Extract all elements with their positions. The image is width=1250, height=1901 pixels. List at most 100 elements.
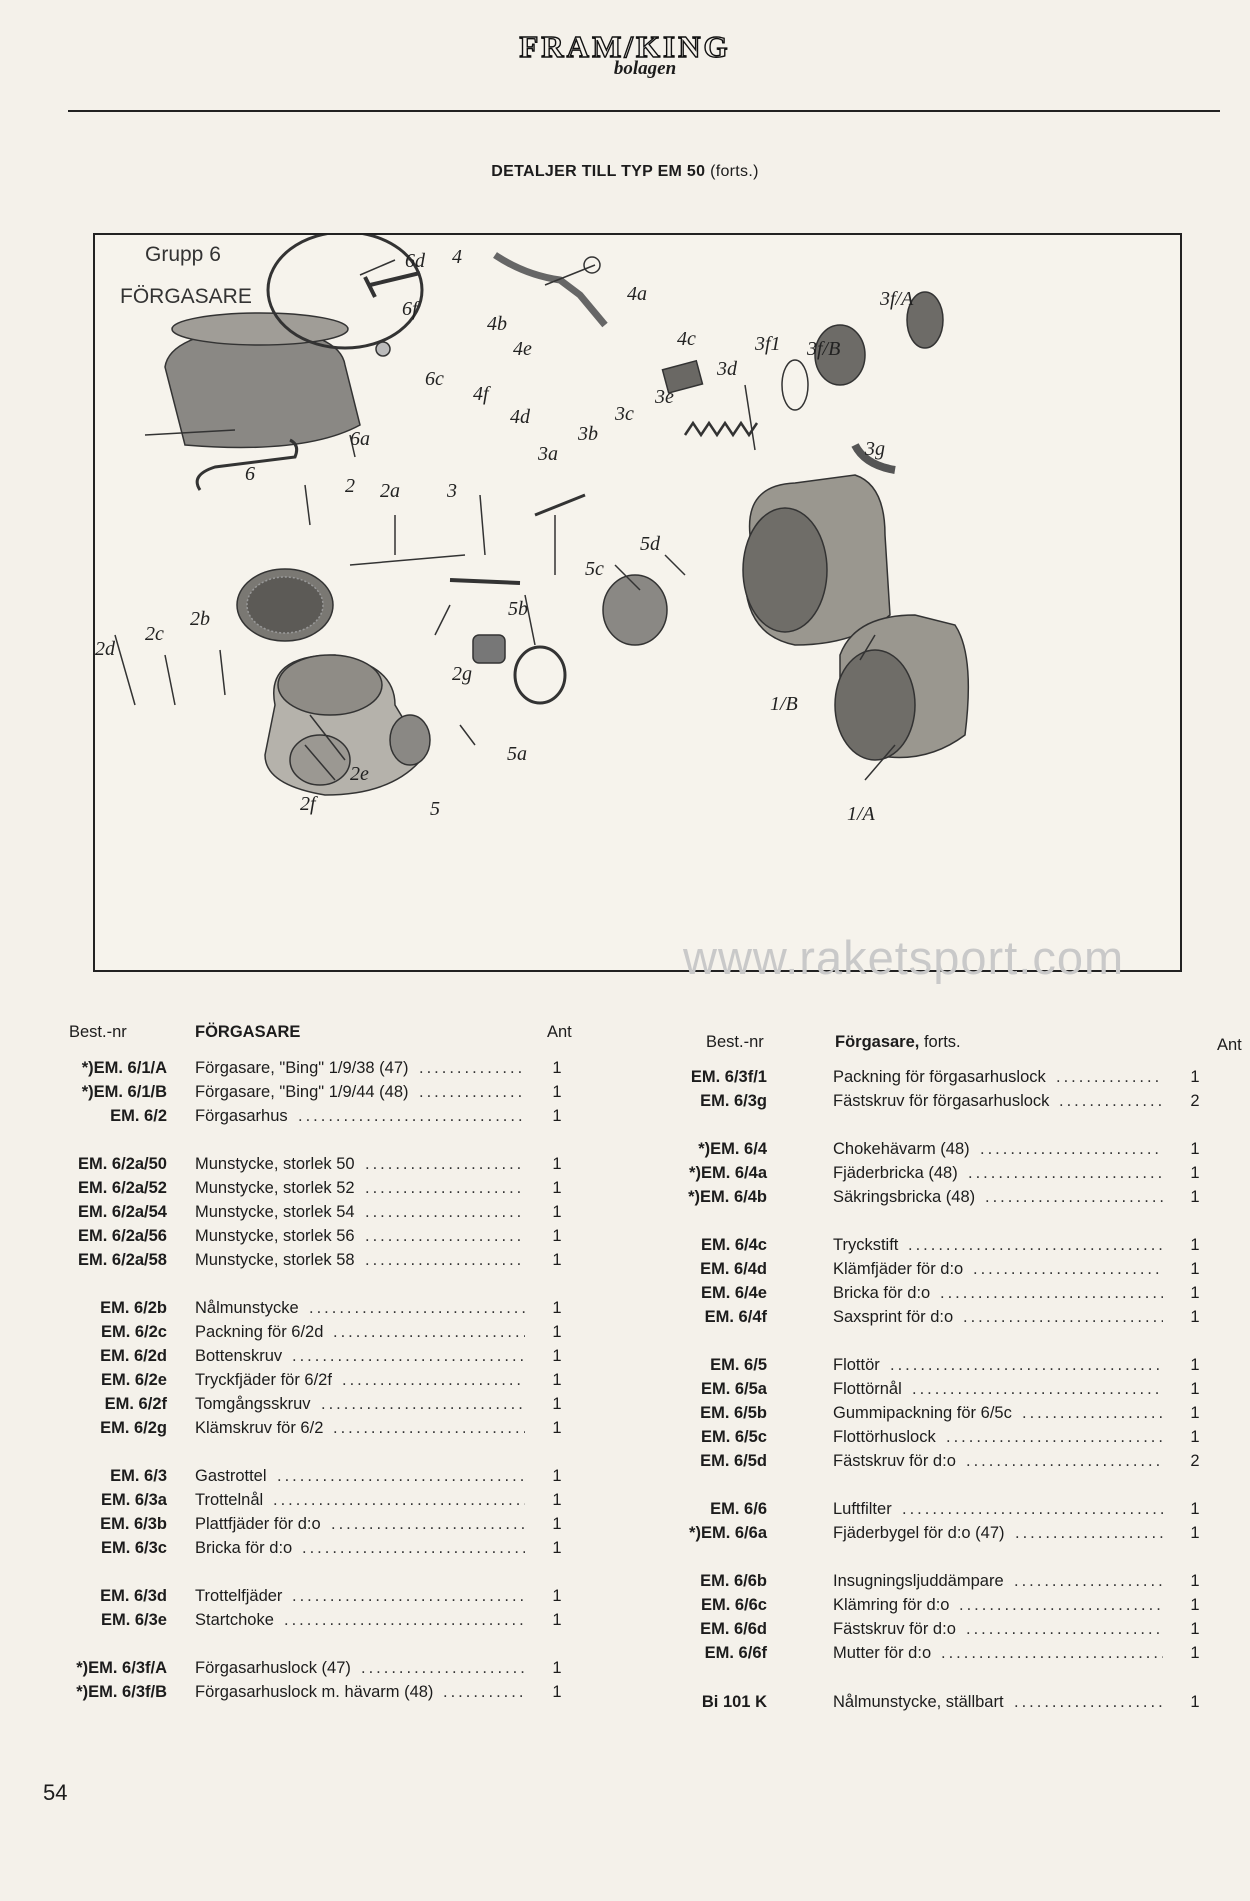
page-subtitle: DETALJER TILL TYP EM 50 (forts.) xyxy=(0,163,1250,181)
part-number: EM. 6/2f xyxy=(104,1395,167,1413)
leader-dots: ........................................… xyxy=(1022,1404,1163,1422)
part-description: Bricka för d:o xyxy=(195,1539,293,1557)
quantity: 1 xyxy=(552,1203,562,1221)
label-2e: 2e xyxy=(350,763,369,785)
leader-dots: ........................................… xyxy=(331,1515,525,1533)
quantity: 1 xyxy=(552,1299,562,1317)
part-description: Tomgångsskruv xyxy=(195,1395,311,1413)
leader-dots: ........................................… xyxy=(365,1251,525,1269)
part-description: Luftfilter xyxy=(833,1500,892,1518)
leader-dots: ........................................… xyxy=(292,1587,525,1605)
leader-dots: ........................................… xyxy=(902,1500,1163,1518)
quantity: 1 xyxy=(1190,1644,1200,1662)
leader-dots: ........................................… xyxy=(940,1284,1163,1302)
label-3c: 3c xyxy=(614,403,634,425)
leader-dots: ........................................… xyxy=(365,1203,525,1221)
leader-dots: ........................................… xyxy=(959,1596,1163,1614)
part-description: Klämring för d:o xyxy=(833,1596,950,1614)
part-description: Förgasarhus xyxy=(195,1107,288,1125)
part-number: *)EM. 6/6a xyxy=(689,1524,767,1542)
part-description: Plattfjäder för d:o xyxy=(195,1515,321,1533)
part-number: EM. 6/4d xyxy=(700,1260,767,1278)
part-number: EM. 6/3a xyxy=(100,1491,167,1509)
quantity: 1 xyxy=(552,1395,562,1413)
label-4a: 4a xyxy=(627,283,647,305)
part-number: EM. 6/3c xyxy=(100,1539,167,1557)
quantity: 1 xyxy=(1190,1572,1200,1590)
quantity: 1 xyxy=(1190,1260,1200,1278)
quantity: 1 xyxy=(552,1107,562,1125)
quantity: 1 xyxy=(1190,1236,1200,1254)
part-number: EM. 6/6 xyxy=(710,1500,767,1518)
leader-dots: ........................................… xyxy=(985,1188,1163,1206)
quantity: 1 xyxy=(552,1491,562,1509)
part-number: *)EM. 6/4b xyxy=(688,1188,767,1206)
part-number: EM. 6/3 xyxy=(110,1467,167,1485)
left-head-nr: Best.-nr xyxy=(69,1023,127,1041)
leader-dots: ........................................… xyxy=(980,1140,1163,1158)
part-description: Startchoke xyxy=(195,1611,274,1629)
part-description: Tryckstift xyxy=(833,1236,899,1254)
quantity: 1 xyxy=(552,1659,562,1677)
leader-dots: ........................................… xyxy=(365,1179,525,1197)
label-3f-b: 3f/B xyxy=(806,338,840,360)
part-number: EM. 6/4c xyxy=(700,1236,767,1254)
part-number: EM. 6/4e xyxy=(700,1284,767,1302)
leader-dots: ........................................… xyxy=(946,1428,1163,1446)
part-description: Munstycke, storlek 56 xyxy=(195,1227,355,1245)
quantity: 1 xyxy=(1190,1140,1200,1158)
label-6d: 6d xyxy=(405,250,426,272)
quantity: 1 xyxy=(552,1083,562,1101)
part-number: *)EM. 6/1/A xyxy=(81,1059,167,1077)
part-number: EM. 6/2a/50 xyxy=(78,1155,167,1173)
subtitle-main: DETALJER TILL TYP EM 50 xyxy=(491,163,706,180)
part-description: Flottörhuslock xyxy=(833,1428,936,1446)
label-3f1: 3f1 xyxy=(754,333,781,355)
part-description: Bottenskruv xyxy=(195,1347,283,1365)
part-number: EM. 6/5b xyxy=(700,1404,767,1422)
part-description: Förgasarhuslock m. hävarm (48) xyxy=(195,1683,434,1701)
label-2c: 2c xyxy=(145,623,164,645)
part-description: Fästskruv för förgasarhuslock xyxy=(833,1092,1050,1110)
label-2g: 2g xyxy=(452,663,472,685)
part-number: EM. 6/3b xyxy=(100,1515,167,1533)
label-4: 4 xyxy=(452,246,462,268)
header-rule xyxy=(68,110,1220,112)
right-head-nr: Best.-nr xyxy=(706,1033,764,1051)
logo-sub-text: bolagen xyxy=(613,58,677,79)
part-number: EM. 6/2a/54 xyxy=(78,1203,167,1221)
leader-dots: ........................................… xyxy=(966,1620,1163,1638)
part-number: EM. 6/5c xyxy=(700,1428,767,1446)
part-number: EM. 6/2e xyxy=(100,1371,167,1389)
leader-dots: ........................................… xyxy=(298,1107,525,1125)
label-1-b: 1/B xyxy=(770,693,798,715)
part-number: EM. 6/5a xyxy=(700,1380,767,1398)
quantity: 1 xyxy=(1190,1284,1200,1302)
leader-dots: ........................................… xyxy=(1014,1693,1163,1711)
quantity: 1 xyxy=(1190,1693,1200,1711)
quantity: 1 xyxy=(552,1611,562,1629)
part-number: *)EM. 6/3f/B xyxy=(76,1683,167,1701)
leader-dots: ........................................… xyxy=(333,1323,525,1341)
leader-dots: ........................................… xyxy=(302,1539,525,1557)
part-number: EM. 6/6f xyxy=(704,1644,767,1662)
leader-dots: ........................................… xyxy=(908,1236,1163,1254)
part-description: Munstycke, storlek 58 xyxy=(195,1251,355,1269)
part-description: Munstycke, storlek 50 xyxy=(195,1155,355,1173)
quantity: 1 xyxy=(1190,1164,1200,1182)
part-number: *)EM. 6/4 xyxy=(698,1140,767,1158)
part-description: Förgasare, "Bing" 1/9/38 (47) xyxy=(195,1059,409,1077)
leader-dots: ........................................… xyxy=(443,1683,525,1701)
quantity: 1 xyxy=(552,1587,562,1605)
leader-dots: ........................................… xyxy=(419,1059,525,1077)
label-5c: 5c xyxy=(585,558,604,580)
part-number: EM. 6/6b xyxy=(700,1572,767,1590)
part-description: Flottörnål xyxy=(833,1380,902,1398)
label-3e: 3e xyxy=(654,386,674,408)
quantity: 2 xyxy=(1190,1092,1200,1110)
label-3f-a: 3f/A xyxy=(879,288,914,310)
part-number: *)EM. 6/4a xyxy=(689,1164,767,1182)
leader-dots: ........................................… xyxy=(966,1452,1163,1470)
part-description: Insugningsljuddämpare xyxy=(833,1572,1004,1590)
quantity: 1 xyxy=(1190,1356,1200,1374)
